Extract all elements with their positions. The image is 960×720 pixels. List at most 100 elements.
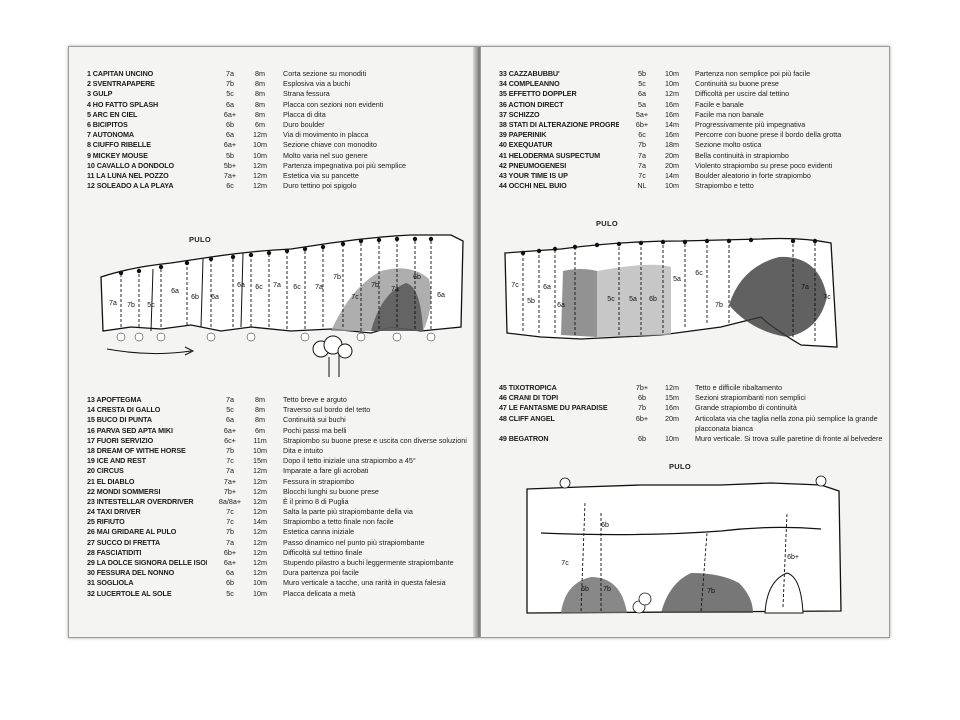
route-grade: 7b+ xyxy=(635,383,649,392)
route-length: 12m xyxy=(253,537,267,547)
route-grade: 6b+ xyxy=(223,547,237,557)
route-description: Molto varia nel suo genere xyxy=(283,150,368,160)
route-description: Partenza non semplice poi più facile xyxy=(695,69,811,78)
route-name: 15 BUCO DI PUNTA xyxy=(87,415,152,425)
route-name: 47 LE FANTASME DU PARADISE xyxy=(499,403,608,413)
svg-text:7c: 7c xyxy=(823,294,831,301)
route-grade: 7a xyxy=(638,150,646,160)
route-name: 27 SUCCO DI FRETTA xyxy=(87,537,161,547)
route-grade: 7a+ xyxy=(223,170,237,180)
route-length: 12m xyxy=(253,476,267,486)
route-grade: 6c xyxy=(226,181,234,191)
route-length: 8m xyxy=(255,99,265,109)
svg-text:6b+: 6b+ xyxy=(787,554,799,561)
route-grade: 6a xyxy=(226,99,234,109)
route-name: 5 ARC EN CIEL xyxy=(87,109,138,119)
route-grade: 7b xyxy=(226,79,234,89)
route-length: 20m xyxy=(665,150,679,160)
route-grade: 5a+ xyxy=(635,109,649,119)
route-description: Duro boulder xyxy=(283,119,325,129)
route-grade: 7a+ xyxy=(223,476,237,486)
route-name: 12 SOLEADO A LA PLAYA xyxy=(87,181,174,191)
route-description: Placca delicata a metà xyxy=(283,588,356,598)
svg-text:6c: 6c xyxy=(293,284,301,291)
route-length: 10m xyxy=(253,140,267,150)
route-length: 16m xyxy=(665,99,679,109)
svg-text:6b: 6b xyxy=(601,522,609,529)
route-name: 39 PAPERINIK xyxy=(499,130,547,140)
route-grade: 6b xyxy=(226,578,234,588)
route-grade: 6a+ xyxy=(223,140,237,150)
route-length: 10m xyxy=(253,578,267,588)
svg-text:7a: 7a xyxy=(801,284,809,291)
route-name: 10 CAVALLO A DONDOLO xyxy=(87,160,175,170)
route-grade: 7b xyxy=(638,403,646,413)
route-length: 10m xyxy=(665,69,679,78)
route-name: 38 STATI DI ALTERAZIONE PROGRESSIVA xyxy=(499,119,619,129)
route-grade: 7a xyxy=(226,395,234,404)
route-description: Estetica canna iniziale xyxy=(283,527,355,537)
route-description: È il primo 8 di Puglia xyxy=(283,496,349,506)
route-description: Via di movimento in placca xyxy=(283,130,369,140)
route-description: Sezione molto ostica xyxy=(695,140,762,150)
svg-text:5a: 5a xyxy=(673,276,681,283)
route-name: 48 CLIFF ANGEL xyxy=(499,413,555,423)
route-length: 12m xyxy=(253,486,267,496)
route-grade: 7c xyxy=(638,170,646,180)
route-name: 40 EXEQUATUR xyxy=(499,140,553,150)
route-grade: 7c xyxy=(226,517,234,527)
route-description: Esplosiva via a buchi xyxy=(283,79,351,89)
route-description: Imparate a fare gli acrobati xyxy=(283,466,369,476)
topo-title-right-top: PULO xyxy=(596,219,619,228)
svg-text:7c: 7c xyxy=(561,560,569,567)
route-name: 32 LUCERTOLE AL SOLE xyxy=(87,588,172,598)
route-description: Duro tettino poi spigolo xyxy=(283,181,357,191)
svg-text:5b: 5b xyxy=(527,298,535,305)
route-name: 20 CIRCUS xyxy=(87,466,124,476)
route-description: Sezioni strapiombanti non semplici xyxy=(695,393,806,403)
route-length: 8m xyxy=(255,405,265,415)
route-description: Salta la parte più strapiombante della v… xyxy=(283,507,413,517)
svg-text:6a: 6a xyxy=(237,282,245,289)
route-length: 12m xyxy=(253,527,267,537)
route-length: 14m xyxy=(665,170,679,180)
route-grade: 6a+ xyxy=(223,425,237,435)
route-length: 12m xyxy=(253,466,267,476)
route-name: 1 CAPITAN UNCINO xyxy=(87,69,154,78)
route-length: 12m xyxy=(253,130,267,140)
route-row: 29 LA DOLCE SIGNORA DELLE ISOLE GALLEGGI… xyxy=(87,558,472,568)
svg-text:6b: 6b xyxy=(413,274,421,281)
route-grade: 6a+ xyxy=(223,558,237,567)
svg-text:6a: 6a xyxy=(171,288,179,295)
route-grade: 5c xyxy=(226,405,234,415)
route-length: 10m xyxy=(665,433,679,443)
route-length: 16m xyxy=(665,403,679,413)
route-grade: 7a xyxy=(226,537,234,547)
route-length: 16m xyxy=(665,130,679,140)
